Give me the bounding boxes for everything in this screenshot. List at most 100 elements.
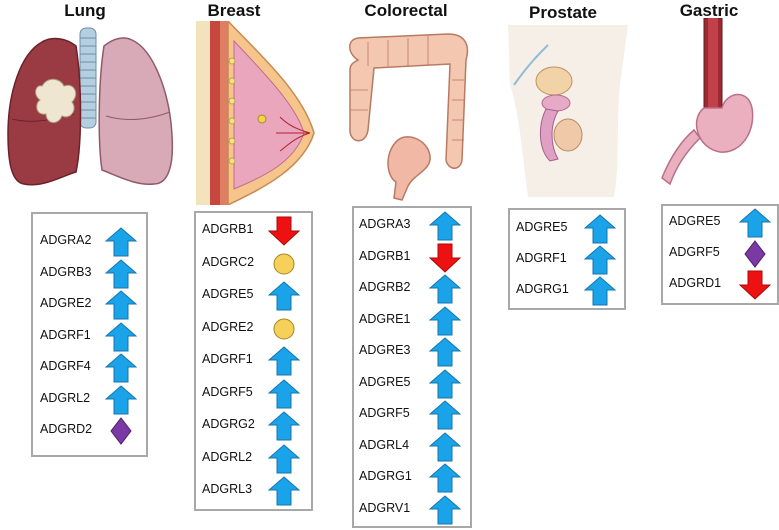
gene-label: ADGRL2 [202,449,253,464]
lung-gene-row: ADGRD2 [33,416,146,446]
up-arrow-icon [583,214,617,244]
gene-label: ADGRA2 [40,233,92,247]
up-arrow-icon [267,281,301,311]
breast-gene-row: ADGRF1 [196,346,311,376]
up-arrow-icon [104,384,138,415]
gene-label: ADGRL4 [359,437,410,452]
breast-gene-row: ADGRB1 [196,216,311,246]
diamond-icon [105,416,137,446]
gene-label: ADGRD1 [669,276,722,290]
gene-label: ADGRV1 [359,500,411,515]
up-arrow-icon [428,368,462,399]
prostate-title: Prostate [528,3,598,22]
gene-label: ADGRB3 [40,264,92,279]
up-arrow-icon [267,411,301,441]
colorectal-gene-row: ADGRA3 [354,211,470,241]
up-arrow-icon [104,353,138,383]
up-arrow-icon [104,227,138,257]
breast-illustration [196,21,315,205]
gene-label: ADGRE3 [359,343,411,357]
stomach-illustration [661,18,754,186]
lung-gene-row: ADGRA2 [33,227,146,257]
up-arrow-icon [428,431,462,462]
up-arrow-icon [738,208,772,238]
gene-label: ADGRF1 [202,352,253,366]
prostate-gene-row: ADGRG1 [510,276,624,306]
breast-gene-row: ADGRF5 [196,378,311,409]
breast-title: Breast [207,1,261,20]
gene-label: ADGRF1 [40,327,91,342]
colorectal-illustration [349,33,469,201]
up-arrow-icon [428,400,462,430]
lung-gene-row: ADGRE2 [33,290,146,320]
gene-label: ADGRF5 [202,384,253,399]
gene-label: ADGRL3 [202,482,253,496]
gene-label: ADGRE2 [202,319,254,334]
gene-label: ADGRA3 [359,217,411,231]
gastric-gene-row: ADGRD1 [663,270,777,300]
gene-label: ADGRF1 [516,251,567,265]
colorectal-gene-row: ADGRE1 [354,305,470,336]
gastric-gene-row: ADGRE5 [663,208,777,238]
gene-label: ADGRB1 [202,222,254,236]
prostate-illustration [508,25,628,197]
up-arrow-icon [428,211,462,241]
gene-label: ADGRC2 [202,254,255,269]
down-arrow-icon [738,270,772,300]
colorectal-gene-row: ADGRL4 [354,431,470,462]
lung-gene-row: ADGRB3 [33,258,146,289]
gene-label: ADGRF5 [669,245,720,259]
gene-label: ADGRG2 [202,417,255,431]
lung-gene-row: ADGRF4 [33,353,146,383]
colorectal-gene-row: ADGRB2 [354,274,470,304]
up-arrow-icon [104,290,138,320]
down-arrow-icon [428,243,462,273]
up-arrow-icon [428,463,462,493]
lung-gene-row: ADGRL2 [33,384,146,415]
up-arrow-icon [267,476,301,506]
up-arrow-icon [583,276,617,306]
lung-title: Lung [64,1,106,20]
lung-illustration [7,27,174,186]
gastric-gene-row: ADGRF5 [663,239,777,269]
colorectal-gene-row: ADGRE5 [354,368,470,399]
gene-label: ADGRF5 [359,406,410,420]
breast-gene-row: ADGRL2 [196,443,311,474]
gene-label: ADGRB1 [359,248,411,263]
diamond-icon [739,239,771,269]
gene-label: ADGRD2 [40,422,93,436]
gene-label: ADGRE2 [40,296,92,310]
lung-gene-row: ADGRF1 [33,321,146,352]
gene-label: ADGRG1 [359,469,412,483]
up-arrow-icon [104,321,138,352]
up-arrow-icon [583,245,617,275]
circle-icon [268,249,300,279]
gene-label: ADGRE5 [516,220,568,234]
colorectal-title: Colorectal [364,1,448,20]
gene-label: ADGRE1 [359,311,411,326]
circle-icon [268,314,300,344]
up-arrow-icon [428,274,462,304]
gene-label: ADGRL2 [40,390,91,405]
breast-gene-row: ADGRL3 [196,476,311,506]
down-arrow-icon [267,216,301,246]
up-arrow-icon [267,378,301,409]
up-arrow-icon [428,305,462,336]
gene-label: ADGRB2 [359,280,411,294]
breast-gene-row: ADGRG2 [196,411,311,441]
colorectal-gene-row: ADGRF5 [354,400,470,430]
up-arrow-icon [428,494,462,525]
up-arrow-icon [104,258,138,289]
gene-label: ADGRF4 [40,359,91,373]
colorectal-gene-row: ADGRG1 [354,463,470,493]
colorectal-gene-row: ADGRB1 [354,243,470,273]
breast-gene-row: ADGRE5 [196,281,311,311]
gene-label: ADGRE5 [669,214,721,228]
gene-label: ADGRE5 [359,374,411,389]
gastric-title: Gastric [679,1,739,20]
